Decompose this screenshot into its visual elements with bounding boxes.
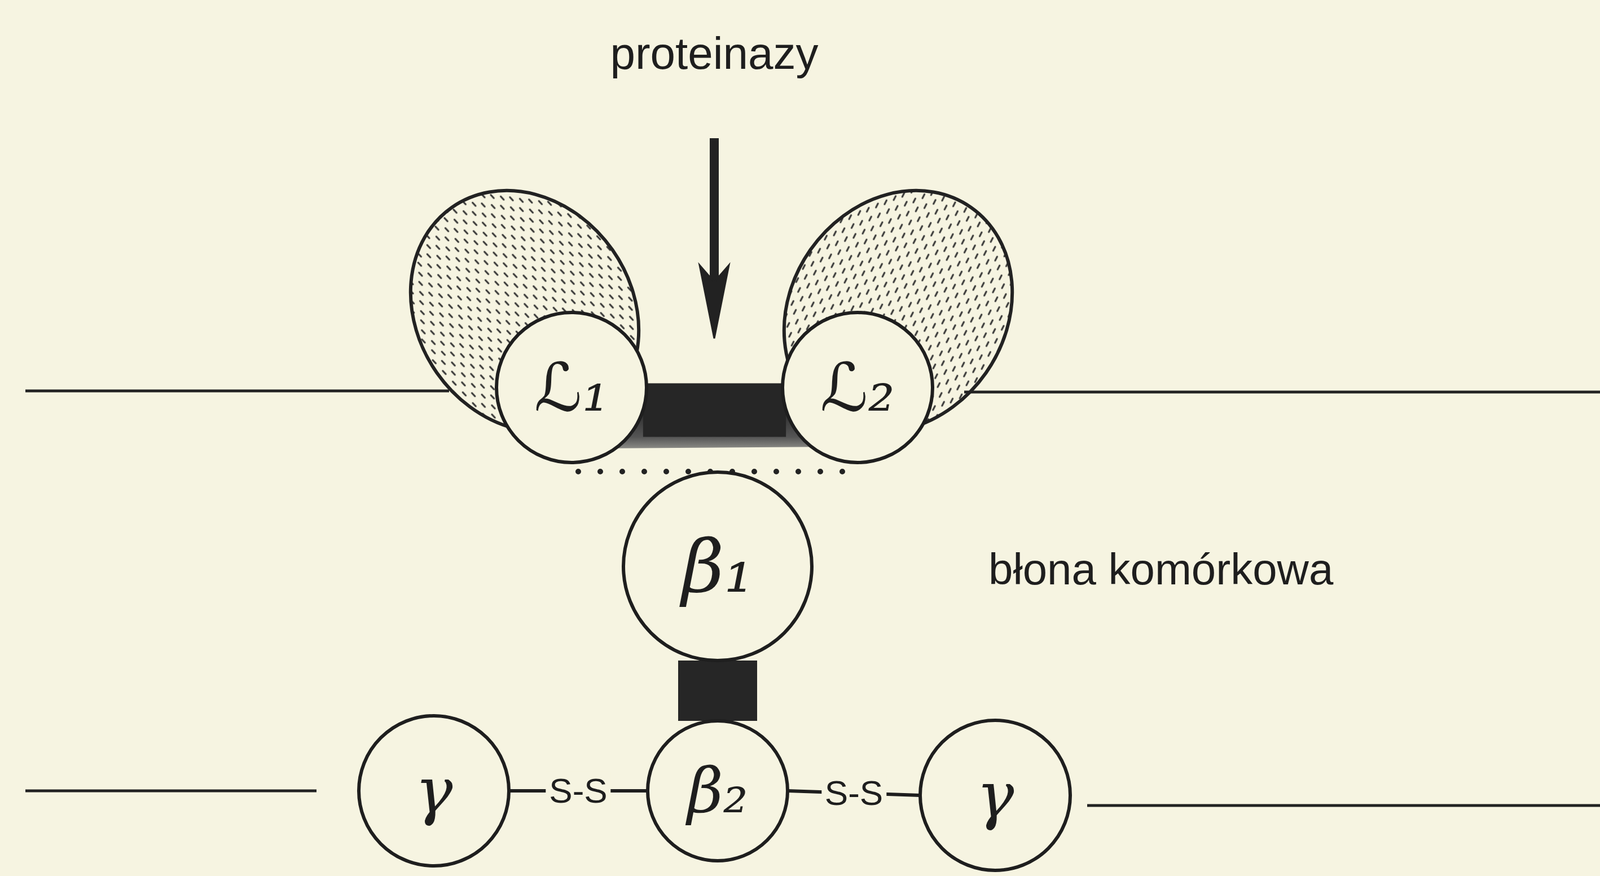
node-label: ℒ₁ xyxy=(534,354,609,421)
node-label: β₁ xyxy=(681,529,754,604)
circle-outline xyxy=(623,472,812,661)
disulfide-bond xyxy=(787,790,921,796)
circle-outline xyxy=(496,312,647,463)
circle-node: ℒ₁ xyxy=(494,310,649,465)
circle-node: β₁ xyxy=(621,470,814,663)
node-label: γ xyxy=(976,763,1015,828)
circle-outline xyxy=(920,720,1071,871)
binding-bridge xyxy=(643,383,786,438)
label-text: proteinazy xyxy=(609,28,819,79)
circle-node: γ xyxy=(357,714,511,868)
circle-outline xyxy=(780,310,935,465)
circle-node: γ xyxy=(918,718,1072,873)
circle-outline xyxy=(918,718,1072,873)
node-label: ℒ₂ xyxy=(820,354,895,421)
bond-label: S-S xyxy=(545,771,611,811)
binding-bridge xyxy=(678,660,758,722)
circle-node: ℒ₂ xyxy=(780,310,935,465)
arrow-head xyxy=(699,265,729,339)
circle-outline xyxy=(358,715,509,867)
dotted-line xyxy=(578,468,844,475)
circle-node: β₂ xyxy=(645,719,790,863)
circle-outline xyxy=(645,719,790,863)
circle-outline xyxy=(494,310,649,465)
membrane-line xyxy=(25,389,450,393)
node-label: γ xyxy=(415,759,454,823)
circle-outline xyxy=(647,721,788,861)
label-text: błona komórkowa xyxy=(988,545,1334,595)
circle-outline xyxy=(621,470,814,663)
circle-outline xyxy=(357,714,511,868)
membrane-line xyxy=(25,789,317,793)
bond-label: S-S xyxy=(821,774,887,813)
membrane-line xyxy=(964,390,1600,394)
circle-outline xyxy=(782,312,933,463)
membrane-line xyxy=(1087,804,1600,808)
dark-band xyxy=(589,410,847,449)
disulfide-bond xyxy=(508,789,648,793)
node-label: β₂ xyxy=(687,759,749,823)
arrow-shaft xyxy=(709,138,719,294)
